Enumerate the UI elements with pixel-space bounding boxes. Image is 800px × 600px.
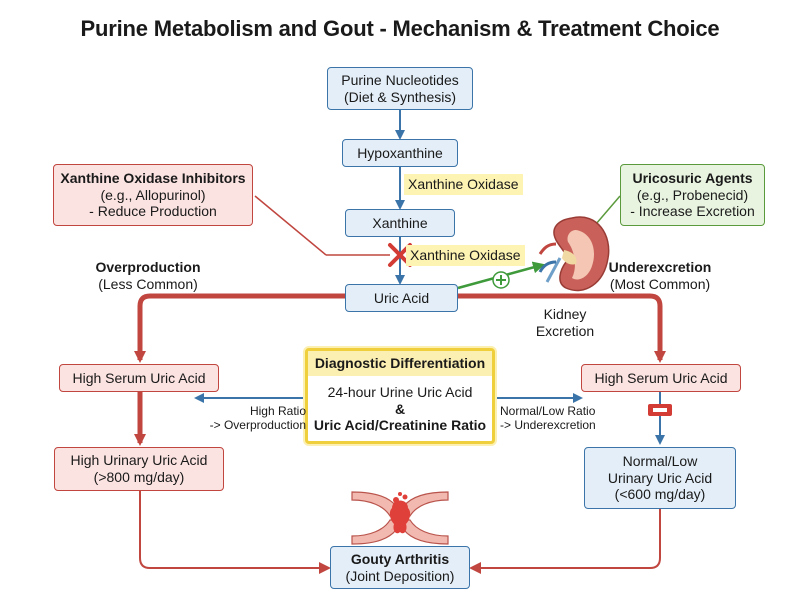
high-ratio-label: High Ratio -> Overproduction [188, 404, 306, 433]
left-to-gout-path [139, 491, 331, 574]
low-ratio-label: Normal/Low Ratio -> Underexcretion [500, 404, 618, 433]
kidney-line1: Kidney [543, 306, 587, 322]
uricosuric-line3: - Increase Excretion [630, 203, 755, 220]
right-urinary-line1: Normal/Low [622, 452, 698, 469]
overproduction-line1: Overproduction [95, 259, 201, 275]
xoi-line1: Xanthine Oxidase Inhibitors [60, 169, 246, 186]
enzyme-label-second: Xanthine Oxidase [406, 245, 525, 266]
xoi-line3: - Reduce Production [89, 203, 217, 220]
overproduction-label: Overproduction (Less Common) [78, 259, 218, 293]
purine-line2: (Diet & Synthesis) [343, 88, 457, 105]
xanthine-label: Xanthine [372, 214, 428, 231]
minus-icon-bar [653, 408, 667, 412]
normal-low-urinary-uric-acid-box: Normal/Low Urinary Uric Acid (<600 mg/da… [584, 447, 736, 509]
gouty-arthritis-box: Gouty Arthritis (Joint Deposition) [330, 546, 470, 589]
gout-line2: (Joint Deposition) [345, 567, 455, 584]
uricosuric-line1: Uricosuric Agents [632, 169, 753, 186]
plus-icon [492, 271, 510, 289]
left-high-serum-box: High Serum Uric Acid [59, 364, 219, 392]
high-ratio-line2: -> Overproduction [209, 418, 306, 433]
hypoxanthine-label: Hypoxanthine [357, 144, 443, 161]
low-ratio-line1: Normal/Low Ratio [500, 404, 596, 418]
xanthine-oxidase-inhibitors-box: Xanthine Oxidase Inhibitors (e.g., Allop… [53, 164, 253, 226]
page-title: Purine Metabolism and Gout - Mechanism &… [80, 16, 720, 41]
uric-acid-label: Uric Acid [373, 289, 430, 306]
underexcretion-line1: Underexcretion [608, 259, 712, 275]
uricosuric-line2: (e.g., Probenecid) [636, 186, 749, 203]
kidney-icon [538, 216, 610, 292]
purine-line1: Purine Nucleotides [341, 71, 459, 88]
xanthine-box: Xanthine [345, 209, 455, 237]
diagnostic-line3: Uric Acid/Creatinine Ratio [313, 417, 487, 434]
uric-acid-box: Uric Acid [345, 284, 458, 312]
left-urinary-line1: High Urinary Uric Acid [70, 452, 208, 469]
hypoxanthine-box: Hypoxanthine [342, 139, 458, 167]
right-serum-label: High Serum Uric Acid [594, 369, 728, 386]
right-high-serum-box: High Serum Uric Acid [581, 364, 741, 392]
diagnostic-line1: 24-hour Urine Uric Acid [327, 383, 473, 400]
underexcretion-path [458, 293, 666, 363]
kidney-line2: Excretion [535, 322, 595, 339]
diagnostic-title: Diagnostic Differentiation [308, 351, 492, 376]
gout-line1: Gouty Arthritis [350, 550, 450, 567]
enzyme-label-first: Xanthine Oxidase [404, 174, 523, 195]
right-urinary-line3: (<600 mg/day) [614, 486, 706, 503]
joint-icon [351, 491, 449, 545]
left-urinary-line2: (>800 mg/day) [93, 469, 185, 485]
xoi-line2: (e.g., Allopurinol) [100, 186, 206, 203]
right-to-gout-path [469, 509, 661, 574]
underexcretion-line2: (Most Common) [609, 275, 711, 292]
high-ratio-line1: High Ratio [249, 404, 306, 418]
right-urinary-line2: Urinary Uric Acid [607, 469, 713, 486]
purine-nucleotides-box: Purine Nucleotides (Diet & Synthesis) [327, 67, 473, 110]
inhibitor-connector [254, 195, 327, 256]
uricosuric-agents-box: Uricosuric Agents (e.g., Probenecid) - I… [620, 164, 765, 226]
diagnostic-line2: & [394, 400, 406, 417]
low-ratio-line2: -> Underexcretion [500, 418, 596, 433]
overproduction-path [134, 293, 345, 363]
underexcretion-label: Underexcretion (Most Common) [590, 259, 730, 293]
diagnostic-differentiation-box: Diagnostic Differentiation 24-hour Urine… [305, 348, 495, 444]
high-urinary-uric-acid-box: High Urinary Uric Acid (>800 mg/day) [54, 447, 224, 491]
left-serum-label: High Serum Uric Acid [72, 369, 206, 386]
overproduction-line2: (Less Common) [98, 275, 198, 292]
kidney-excretion-label: Kidney Excretion [515, 306, 615, 340]
